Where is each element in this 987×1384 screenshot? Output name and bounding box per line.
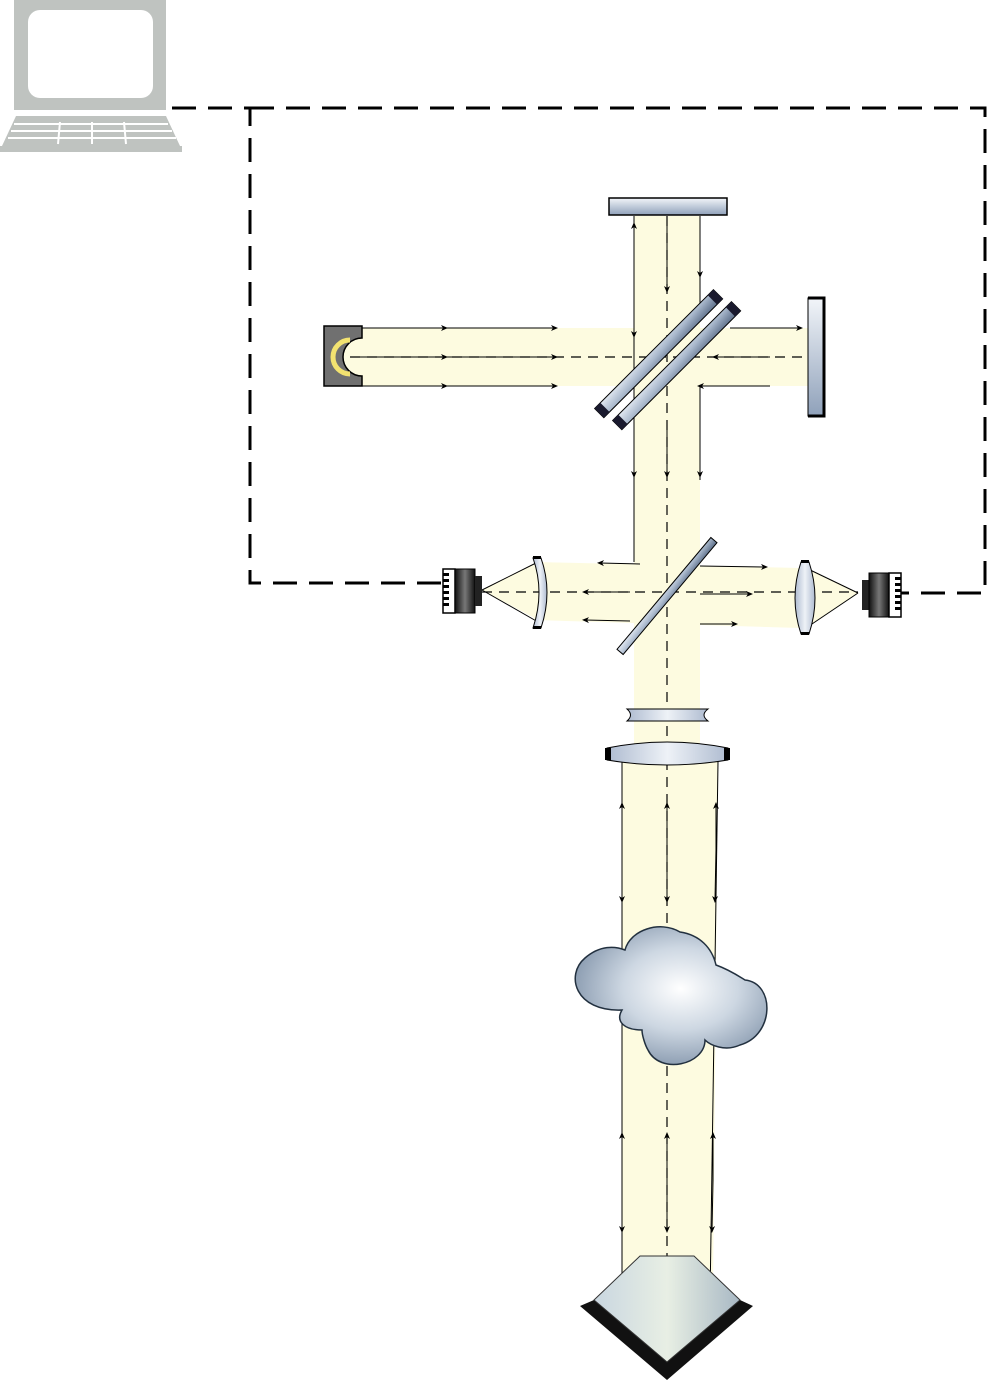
lens-icon	[625, 708, 710, 722]
computer-icon	[0, 0, 182, 152]
beam-focus-right	[806, 568, 858, 628]
prism-icon	[580, 1255, 753, 1380]
beam-splitter-icon	[593, 288, 742, 431]
ray-arrows	[360, 222, 803, 1233]
cloud-icon	[574, 926, 768, 1066]
control-cable	[172, 106, 987, 595]
mirror-icon	[807, 296, 826, 418]
light-beams	[335, 216, 858, 1290]
lens-icon	[794, 560, 816, 635]
beam-splitter-icon	[616, 536, 718, 656]
lamp-icon	[323, 325, 363, 387]
optical-axis	[350, 216, 858, 1360]
mirror-icon	[608, 197, 728, 216]
lens-icon	[605, 741, 730, 766]
camera-icon	[862, 572, 902, 618]
lens-icon	[532, 556, 548, 629]
beam-focus-left	[482, 562, 538, 620]
camera-icon	[442, 568, 482, 614]
